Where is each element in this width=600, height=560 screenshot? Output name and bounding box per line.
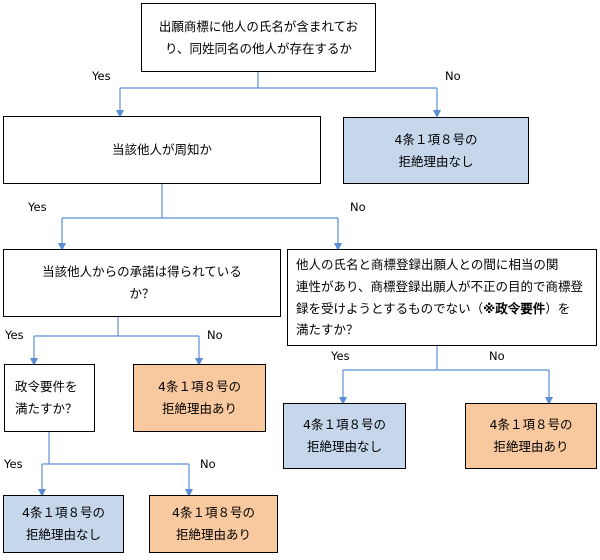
question-text-relevance: 他人の氏名と商標登録出願人との間に相当の関 連性があり、商標登録出願人が不正の目… [296, 256, 584, 338]
q3-no-label: No [207, 328, 223, 342]
result-box-refusal-1: 4条１項８号の 拒絶理由あり [133, 364, 266, 432]
question-text-consent: 当該他人からの承諾は得られている か？ [42, 264, 242, 301]
result-box-refusal-2: 4条１項８号の 拒絶理由あり [465, 403, 597, 469]
result-text-refusal-1: 4条１項８号の 拒絶理由あり [158, 379, 241, 416]
question-box-name-in-mark: 出願商標に他人の氏名が含まれてお り、同姓同名の他人が存在するか [141, 3, 376, 72]
question-text-well-known: 当該他人が周知か [111, 142, 212, 158]
result-box-no-refusal-1: 4条１項８号の 拒絶理由なし [343, 117, 529, 184]
result-box-no-refusal-3: 4条１項８号の 拒絶理由なし [3, 495, 124, 553]
q4-no-label: No [489, 349, 505, 363]
question-box-ordinance: 政令要件を 満たすか？ [4, 364, 95, 432]
q1-yes-label: Yes [92, 69, 111, 83]
result-text-refusal-2: 4条１項８号の 拒絶理由あり [489, 417, 573, 454]
result-text-no-refusal-1: 4条１項８号の 拒絶理由なし [394, 131, 478, 169]
question-text-ordinance: 政令要件を 満たすか？ [15, 379, 78, 416]
result-text-no-refusal-3: 4条１項８号の 拒絶理由なし [22, 505, 105, 542]
q3-yes-label: Yes [5, 328, 24, 342]
result-box-refusal-3: 4条１項８号の 拒絶理由あり [149, 495, 278, 553]
q2-no-label: No [350, 200, 366, 214]
q5-no-label: No [200, 457, 216, 471]
question-box-consent: 当該他人からの承諾は得られている か？ [3, 249, 281, 317]
result-box-no-refusal-2: 4条１項８号の 拒絶理由なし [283, 403, 406, 469]
q1-no-label: No [445, 69, 461, 83]
question-text-name-in-mark: 出願商標に他人の氏名が含まれてお り、同姓同名の他人が存在するか [158, 18, 359, 56]
q2-yes-label: Yes [28, 200, 47, 214]
q4-yes-label: Yes [331, 349, 350, 363]
question-box-relevance: 他人の氏名と商標登録出願人との間に相当の関 連性があり、商標登録出願人が不正の目… [287, 249, 597, 346]
ordinance-requirement-label: ※政令要件 [483, 300, 546, 316]
result-text-refusal-3: 4条１項８号の 拒絶理由あり [172, 505, 255, 542]
result-text-no-refusal-2: 4条１項８号の 拒絶理由なし [303, 417, 386, 454]
question-box-well-known: 当該他人が周知か [3, 116, 321, 184]
q5-yes-label: Yes [4, 457, 23, 471]
